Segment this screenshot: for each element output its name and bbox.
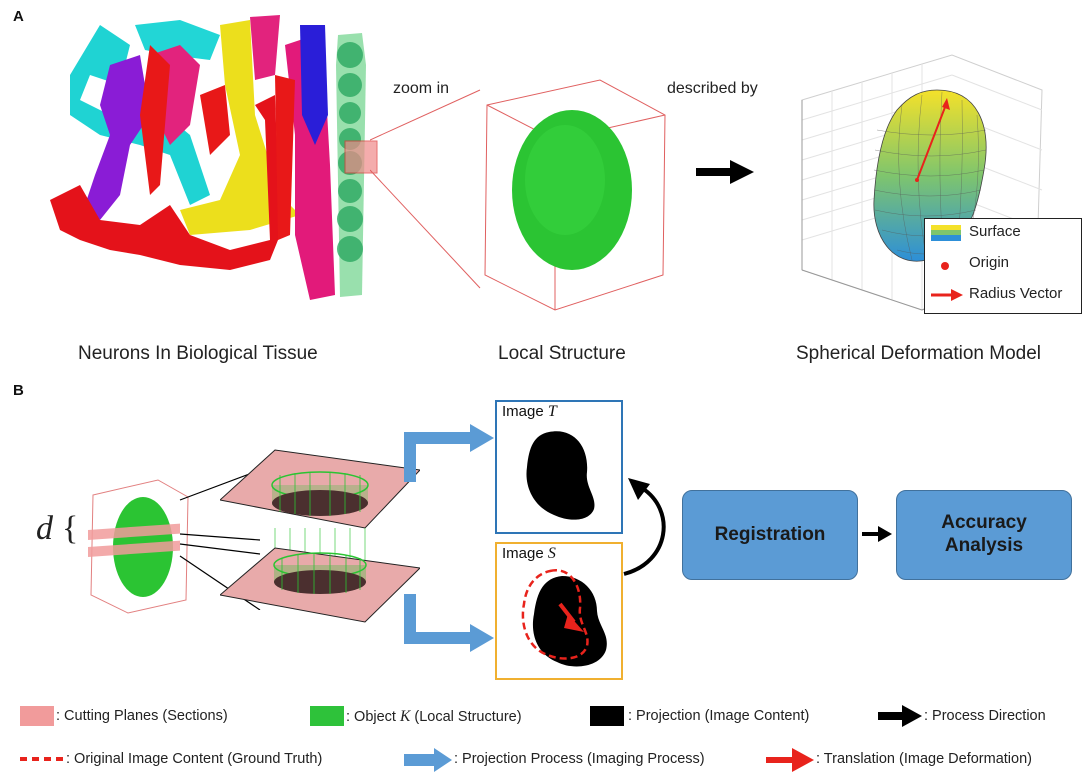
radius-arrow-icon	[931, 289, 963, 301]
legend-object-symbol: K	[400, 708, 411, 725]
legend-origin: Origin	[969, 254, 1010, 271]
image-t-projection	[526, 431, 595, 520]
accuracy-analysis-button[interactable]: Accuracy Analysis	[896, 490, 1072, 580]
image-s-symbol: S	[547, 545, 556, 562]
legend-process-direction: : Process Direction	[924, 708, 1046, 724]
surface-swatch-icon	[931, 225, 961, 241]
d-brace-icon: {	[62, 510, 79, 547]
caption-local: Local Structure	[498, 343, 626, 364]
projection-arrow-bottom-icon	[404, 594, 494, 652]
model-legend: Surface Origin Radius Vector	[924, 218, 1082, 314]
caption-neurons: Neurons In Biological Tissue	[78, 343, 318, 364]
legend-object: : Object K (Local Structure)	[346, 708, 522, 726]
described-by-label: described by	[667, 80, 758, 97]
legend-object-suffix: (Local Structure)	[414, 709, 522, 725]
d-label: d	[36, 510, 53, 547]
origin-dot-icon	[941, 262, 949, 270]
panel-b-letter: B	[13, 382, 24, 399]
legend-radius: Radius Vector	[969, 285, 1063, 302]
curved-arrow-icon	[623, 478, 666, 576]
cutting-plane-swatch-icon	[20, 706, 54, 726]
dashed-line-icon	[20, 757, 64, 761]
zoom-in-label: zoom in	[393, 80, 450, 97]
arrow-to-accuracy-icon	[862, 526, 892, 542]
local-structure-illustration	[484, 79, 666, 311]
image-t-box: Image T	[495, 400, 623, 534]
object-cube-illustration	[88, 479, 189, 614]
projection-arrow-top-icon	[404, 424, 494, 482]
translation-arrow-icon	[766, 748, 814, 772]
projection-swatch-icon	[590, 706, 624, 726]
image-s-box: Image S	[495, 542, 623, 680]
object-swatch-icon	[310, 706, 344, 726]
accuracy-label-2: Analysis	[944, 535, 1024, 556]
process-direction-icon	[878, 705, 922, 727]
image-s-label: Image	[502, 545, 544, 562]
zoom-lines	[370, 89, 481, 289]
projection-process-icon	[404, 748, 452, 772]
accuracy-label-1: Accuracy	[941, 512, 1027, 534]
plane-connector-lines	[179, 470, 261, 610]
legend-cutting-planes: : Cutting Planes (Sections)	[56, 708, 228, 724]
neurons-illustration	[50, 15, 378, 300]
legend-translation: : Translation (Image Deformation)	[816, 751, 1032, 767]
registration-button[interactable]: Registration	[682, 490, 858, 580]
image-s-projection	[521, 568, 607, 667]
panel-a-letter: A	[13, 8, 24, 25]
legend-projection-process: : Projection Process (Imaging Process)	[454, 751, 705, 767]
caption-spherical: Spherical Deformation Model	[796, 343, 1042, 364]
legend-projection: : Projection (Image Content)	[628, 708, 810, 724]
legend-surface: Surface	[969, 223, 1021, 240]
legend-original-content: : Original Image Content (Ground Truth)	[66, 751, 323, 767]
legend-object-prefix: : Object	[346, 709, 396, 725]
cutting-planes-illustration	[220, 449, 420, 623]
process-arrow-icon	[696, 160, 754, 184]
image-t-symbol: T	[547, 403, 557, 420]
image-t-label: Image	[502, 403, 544, 420]
